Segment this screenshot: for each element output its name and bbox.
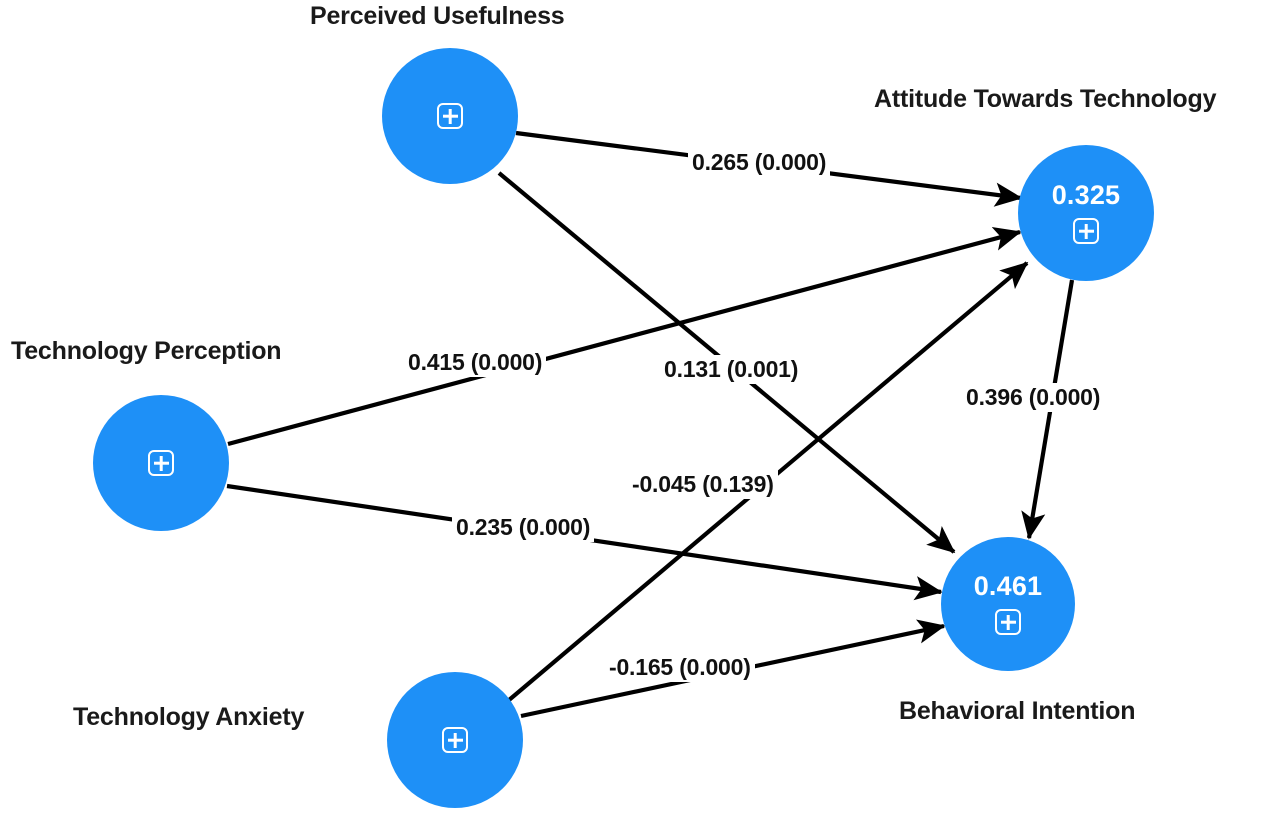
edge-label-ta-to-bi: -0.165 (0.000) xyxy=(605,653,755,682)
node-attitude-towards-technology[interactable]: 0.325 xyxy=(1018,145,1154,281)
plus-box-icon[interactable] xyxy=(442,727,468,753)
node-title-technology-anxiety: Technology Anxiety xyxy=(73,703,305,731)
plus-box-icon[interactable] xyxy=(437,103,463,129)
node-r2-value-attitude-towards-technology: 0.325 xyxy=(1051,180,1121,210)
node-title-perceived-usefulness: Perceived Usefulness xyxy=(310,2,565,30)
plus-box-icon[interactable] xyxy=(148,450,174,476)
plus-box-icon[interactable] xyxy=(1073,218,1099,244)
edge-label-ta-to-att: -0.045 (0.139) xyxy=(628,470,778,499)
node-title-attitude-towards-technology: Attitude Towards Technology xyxy=(874,85,1217,113)
node-title-technology-perception: Technology Perception xyxy=(11,337,282,365)
node-technology-anxiety[interactable] xyxy=(387,672,523,808)
edge-label-pu-to-bi: 0.131 (0.001) xyxy=(660,355,803,384)
edge-label-tp-to-bi: 0.235 (0.000) xyxy=(452,513,595,542)
node-title-behavioral-intention: Behavioral Intention xyxy=(899,697,1136,725)
plus-box-icon[interactable] xyxy=(995,609,1021,635)
edge-label-tp-to-att: 0.415 (0.000) xyxy=(404,348,547,377)
node-perceived-usefulness[interactable] xyxy=(382,48,518,184)
edge-label-att-to-bi: 0.396 (0.000) xyxy=(962,383,1105,412)
edge-label-pu-to-att: 0.265 (0.000) xyxy=(688,148,831,177)
node-behavioral-intention[interactable]: 0.461 xyxy=(941,537,1075,671)
node-r2-value-behavioral-intention: 0.461 xyxy=(973,571,1043,601)
node-technology-perception[interactable] xyxy=(93,395,229,531)
edge-tp-to-att xyxy=(227,226,1022,447)
